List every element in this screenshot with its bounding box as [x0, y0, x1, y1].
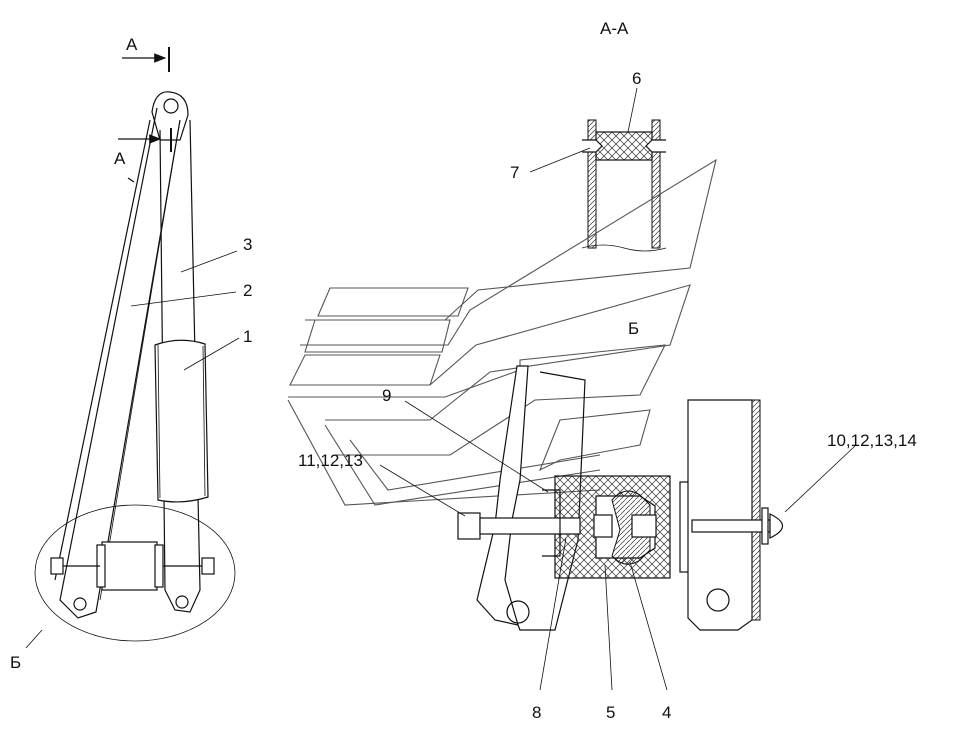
arm-part-2: [59, 107, 181, 619]
bolt-shank-left: [479, 517, 581, 535]
callout-4: 4: [662, 703, 671, 722]
view-title: А-А: [600, 19, 629, 38]
detail-outline-7: [538, 409, 651, 472]
pin-end-right: [645, 139, 666, 153]
detail-outline-1: [288, 344, 666, 456]
callout-6: 6: [632, 69, 641, 88]
bottom-mount-block: [101, 541, 158, 591]
bolt-head-left: [457, 512, 481, 540]
detail-outline-2: [290, 284, 691, 421]
section-view-a-a: [529, 87, 667, 252]
detail-rung-1: [289, 354, 441, 386]
leader-3: [180, 250, 238, 273]
top-pivot-hole: [163, 98, 179, 114]
leader-8: [539, 537, 567, 691]
leader-6: [627, 87, 638, 133]
callout-10-12-13-14: 10,12,13,14: [827, 431, 917, 450]
bolt-shank-right: [691, 519, 771, 533]
arm-tick: [127, 177, 135, 183]
washer-right: [761, 507, 769, 545]
right-mount-plate: [687, 399, 753, 631]
bolt-round-head-right: [769, 513, 784, 539]
section-break-line: [581, 244, 667, 252]
labels: А А А-А Б Б 3 2 1 6 7 9 11,12,13 10,12,1…: [10, 19, 917, 722]
top-pivot-lug: [151, 91, 189, 141]
section-mark-bottom: А: [114, 149, 126, 168]
detail-circle-b: [34, 504, 236, 642]
section-plate-right: [651, 119, 661, 249]
assembly-view: [25, 47, 240, 649]
bolt-head-inner: [593, 514, 613, 538]
detail-circle-leader: [25, 629, 43, 649]
callout-7: 7: [510, 163, 519, 182]
callout-8: 8: [532, 703, 541, 722]
sleeve-part-1: [154, 339, 209, 503]
callout-2: 2: [243, 281, 252, 300]
callout-5: 5: [606, 703, 615, 722]
detail-rung-3: [317, 287, 469, 317]
leader-2: [130, 291, 237, 307]
left-bracket-outline: [517, 371, 586, 631]
bar-part-3: [159, 119, 201, 613]
leader-5: [604, 564, 613, 691]
leader-10: [784, 445, 856, 513]
leader-4: [629, 561, 668, 691]
arm-part-2-edge: [54, 119, 151, 581]
right-plate-hole: [706, 588, 730, 612]
callout-11-12-13: 11,12,13: [298, 451, 363, 470]
bolt-left: [50, 557, 64, 575]
section-mark-top: А: [126, 35, 138, 54]
left-bracket-hole: [506, 600, 530, 624]
detail-outline-6: [349, 439, 601, 491]
detail-view-label: Б: [628, 319, 639, 338]
detail-view-b: [287, 158, 856, 691]
section-insert-part-6: [595, 131, 653, 161]
right-plate-edge: [752, 399, 761, 621]
section-plate-left: [587, 119, 597, 249]
bar-diagonal: [99, 119, 181, 601]
detail-outline-3: [300, 158, 717, 346]
detail-circle-label: Б: [10, 653, 21, 672]
bolt-right: [201, 557, 215, 575]
leader-7: [529, 147, 591, 173]
detail-outline-5: [324, 424, 601, 506]
left-bracket-plate: [476, 365, 529, 626]
callout-9: 9: [382, 386, 391, 405]
leader-11: [379, 464, 466, 517]
leader-1: [183, 337, 240, 371]
callout-3: 3: [243, 235, 252, 254]
callout-1: 1: [243, 327, 252, 346]
bottom-hole-left: [73, 597, 87, 611]
block-flange-right: [154, 544, 164, 588]
sleeve-part-1-edges: [157, 344, 206, 499]
leader-9: [404, 400, 549, 493]
clip-part-9: [542, 489, 561, 557]
rubber-insert-part-4: [611, 490, 651, 565]
detail-rung-2: [304, 319, 451, 353]
bottom-hole-right: [175, 595, 189, 609]
nut-inner: [631, 514, 657, 538]
